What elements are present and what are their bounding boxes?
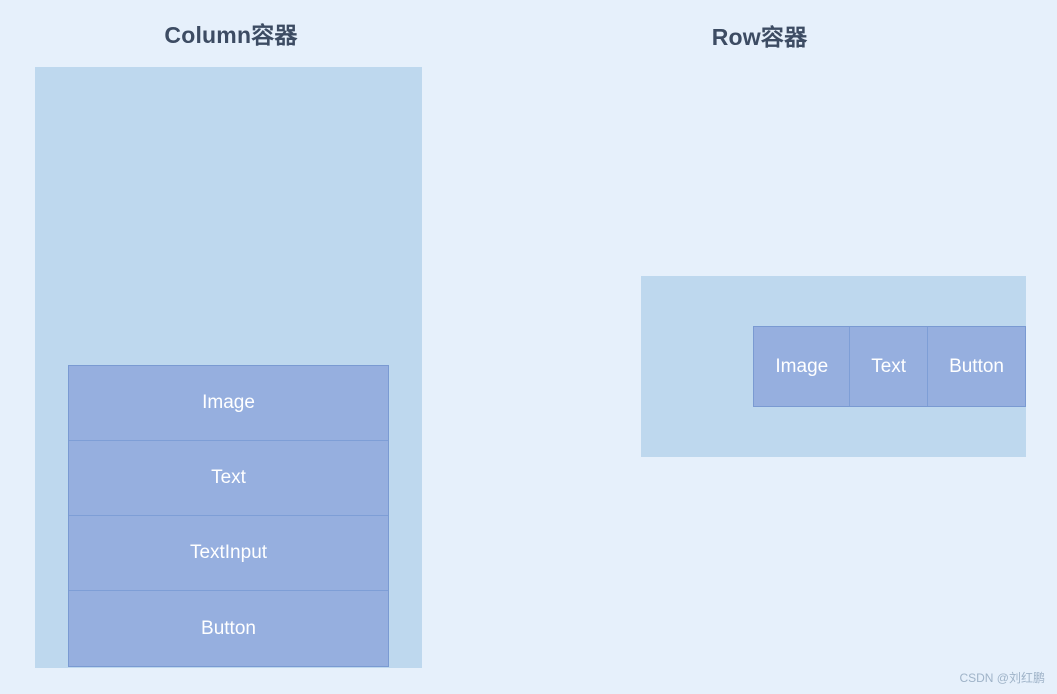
column-widget-textinput[interactable]: TextInput [69,516,388,591]
column-widget-button[interactable]: Button [69,591,388,666]
row-widget-button[interactable]: Button [928,327,1025,406]
column-widget-stack: Image Text TextInput Button [68,365,389,667]
column-widget-image[interactable]: Image [69,366,388,441]
column-panel: Column容器 Image Text TextInput Button [0,0,462,694]
row-widget-stack: Image Text Button [753,326,1026,407]
row-container: Image Text Button [641,276,1026,457]
row-panel: Row容器 Image Text Button [462,0,1057,694]
column-container: Image Text TextInput Button [35,67,422,668]
row-widget-image[interactable]: Image [754,327,851,406]
column-panel-title: Column容器 [164,22,298,48]
csdn-watermark: CSDN @刘红鹏 [959,671,1045,685]
row-widget-text[interactable]: Text [850,327,929,406]
column-widget-text[interactable]: Text [69,441,388,516]
row-panel-title: Row容器 [711,24,808,50]
